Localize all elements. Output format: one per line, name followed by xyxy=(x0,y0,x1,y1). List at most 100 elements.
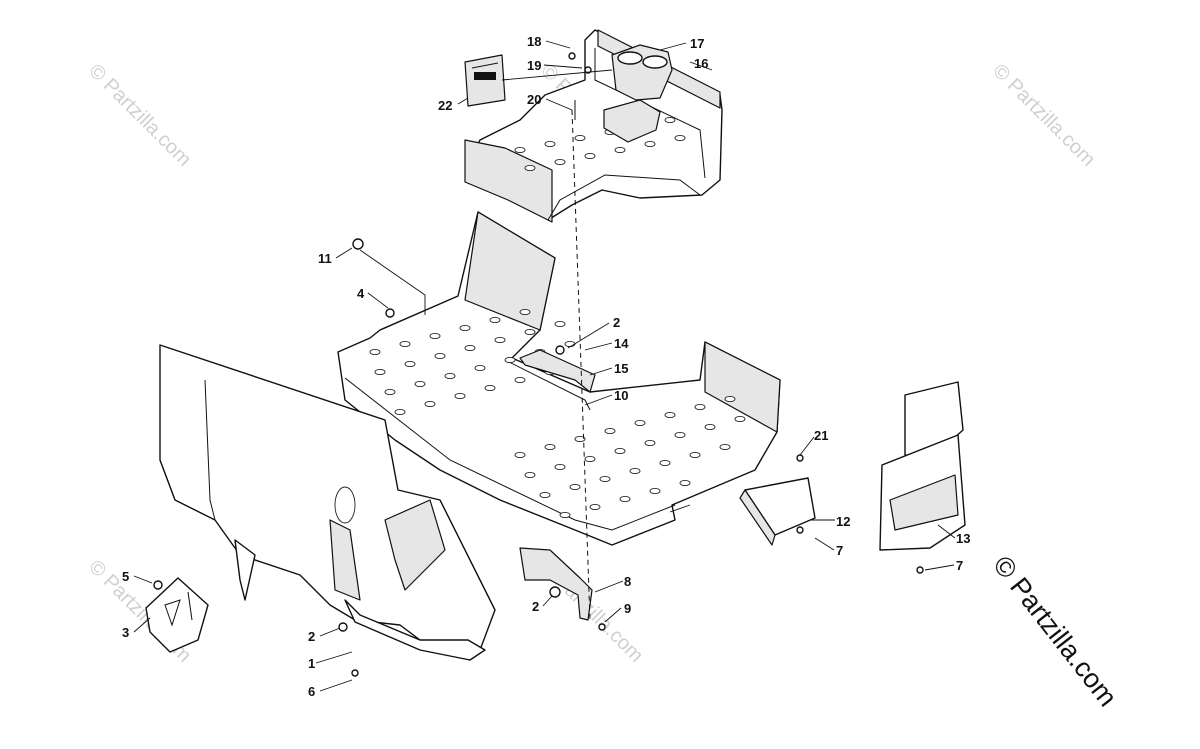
side-guard-part-13 xyxy=(879,381,966,551)
floor-hole xyxy=(554,320,566,328)
floor-hole xyxy=(514,146,526,154)
floor-hole xyxy=(589,503,601,511)
cup-holder-part-17 xyxy=(603,44,673,143)
callout-7-guard: 7 xyxy=(956,558,963,573)
floor-holes xyxy=(369,308,746,519)
floor-hole xyxy=(424,400,436,408)
floor-hole xyxy=(619,495,631,503)
floor-hole xyxy=(504,356,516,364)
kick-panel-part-12 xyxy=(739,477,816,546)
callout-9: 9 xyxy=(624,601,631,616)
bracket-part-15 xyxy=(519,349,596,393)
callout-3: 3 xyxy=(122,625,129,640)
copyright-notice: © Partzilla.com xyxy=(987,550,1123,712)
floor-hole xyxy=(644,439,656,447)
floor-hole xyxy=(734,415,746,423)
floor-hole xyxy=(519,308,531,316)
side-plate-part-3 xyxy=(145,577,209,653)
floor-hole xyxy=(569,483,581,491)
floor-hole xyxy=(404,360,416,368)
callout-4: 4 xyxy=(357,286,365,301)
floor-hole xyxy=(564,340,576,348)
floor-hole xyxy=(584,152,596,160)
floor-hole xyxy=(629,467,641,475)
floor-hole xyxy=(484,384,496,392)
floor-hole xyxy=(649,487,661,495)
fasteners xyxy=(153,52,924,677)
floor-hole xyxy=(399,340,411,348)
callout-16: 16 xyxy=(694,56,708,71)
floor-hole xyxy=(489,316,501,324)
callouts: 18 19 17 16 20 22 11 4 2 14 15 10 21 12 … xyxy=(122,34,970,699)
floor-hole xyxy=(369,348,381,356)
floor-hole xyxy=(524,164,536,172)
floor-hole xyxy=(559,511,571,519)
floor-hole xyxy=(494,336,506,344)
floor-hole xyxy=(444,372,456,380)
callout-14: 14 xyxy=(614,336,629,351)
floor-hole xyxy=(694,403,706,411)
floor-hole xyxy=(719,443,731,451)
callout-6: 6 xyxy=(308,684,315,699)
callout-2-bracket: 2 xyxy=(532,599,539,614)
floor-hole xyxy=(544,443,556,451)
floor-hole xyxy=(474,364,486,372)
floor-hole xyxy=(724,395,736,403)
callout-21: 21 xyxy=(814,428,828,443)
floor-hole xyxy=(614,447,626,455)
callout-20: 20 xyxy=(527,92,541,107)
floor-hole xyxy=(679,479,691,487)
plate-part-22 xyxy=(464,54,506,107)
floor-hole xyxy=(704,423,716,431)
floor-hole xyxy=(514,376,526,384)
callout-2-floor: 2 xyxy=(613,315,620,330)
floor-hole xyxy=(604,427,616,435)
assembly-lines xyxy=(359,109,591,621)
lower-bracket-part-8 xyxy=(519,547,593,621)
upper-console-part-16 xyxy=(464,29,723,223)
floor-hole xyxy=(394,408,406,416)
floor-hole xyxy=(414,380,426,388)
floor-hole xyxy=(664,116,676,124)
floor-hole xyxy=(599,475,611,483)
floor-hole xyxy=(554,463,566,471)
floor-hole xyxy=(574,435,586,443)
floor-hole xyxy=(454,392,466,400)
floor-hole xyxy=(554,158,566,166)
floor-hole xyxy=(429,332,441,340)
floor-hole xyxy=(374,368,386,376)
floor-hole xyxy=(464,344,476,352)
console-holes xyxy=(514,116,686,172)
main-floor-part-10 xyxy=(337,211,781,546)
floor-hole xyxy=(584,455,596,463)
callout-8: 8 xyxy=(624,574,631,589)
leader-lines xyxy=(133,40,956,692)
floor-hole xyxy=(524,328,536,336)
callout-17: 17 xyxy=(690,36,704,51)
callout-19: 19 xyxy=(527,58,541,73)
floor-hole xyxy=(614,146,626,154)
callout-18: 18 xyxy=(527,34,541,49)
callout-10: 10 xyxy=(614,388,628,403)
floor-hole xyxy=(384,388,396,396)
floor-hole xyxy=(664,411,676,419)
callout-11: 11 xyxy=(318,251,332,266)
watermark-top-right: © Partzilla.com xyxy=(988,60,1099,171)
front-panel-part-1 xyxy=(159,344,496,661)
floor-hole xyxy=(544,140,556,148)
callout-1: 1 xyxy=(308,656,315,671)
callout-7-kick: 7 xyxy=(836,543,843,558)
callout-5: 5 xyxy=(122,569,129,584)
callout-22: 22 xyxy=(438,98,452,113)
callout-12: 12 xyxy=(836,514,850,529)
floor-hole xyxy=(674,134,686,142)
floor-hole xyxy=(674,431,686,439)
floor-hole xyxy=(434,352,446,360)
floor-hole xyxy=(539,491,551,499)
callout-13: 13 xyxy=(956,531,970,546)
floor-hole xyxy=(689,451,701,459)
floor-hole xyxy=(574,134,586,142)
floor-hole xyxy=(524,471,536,479)
floor-hole xyxy=(459,324,471,332)
